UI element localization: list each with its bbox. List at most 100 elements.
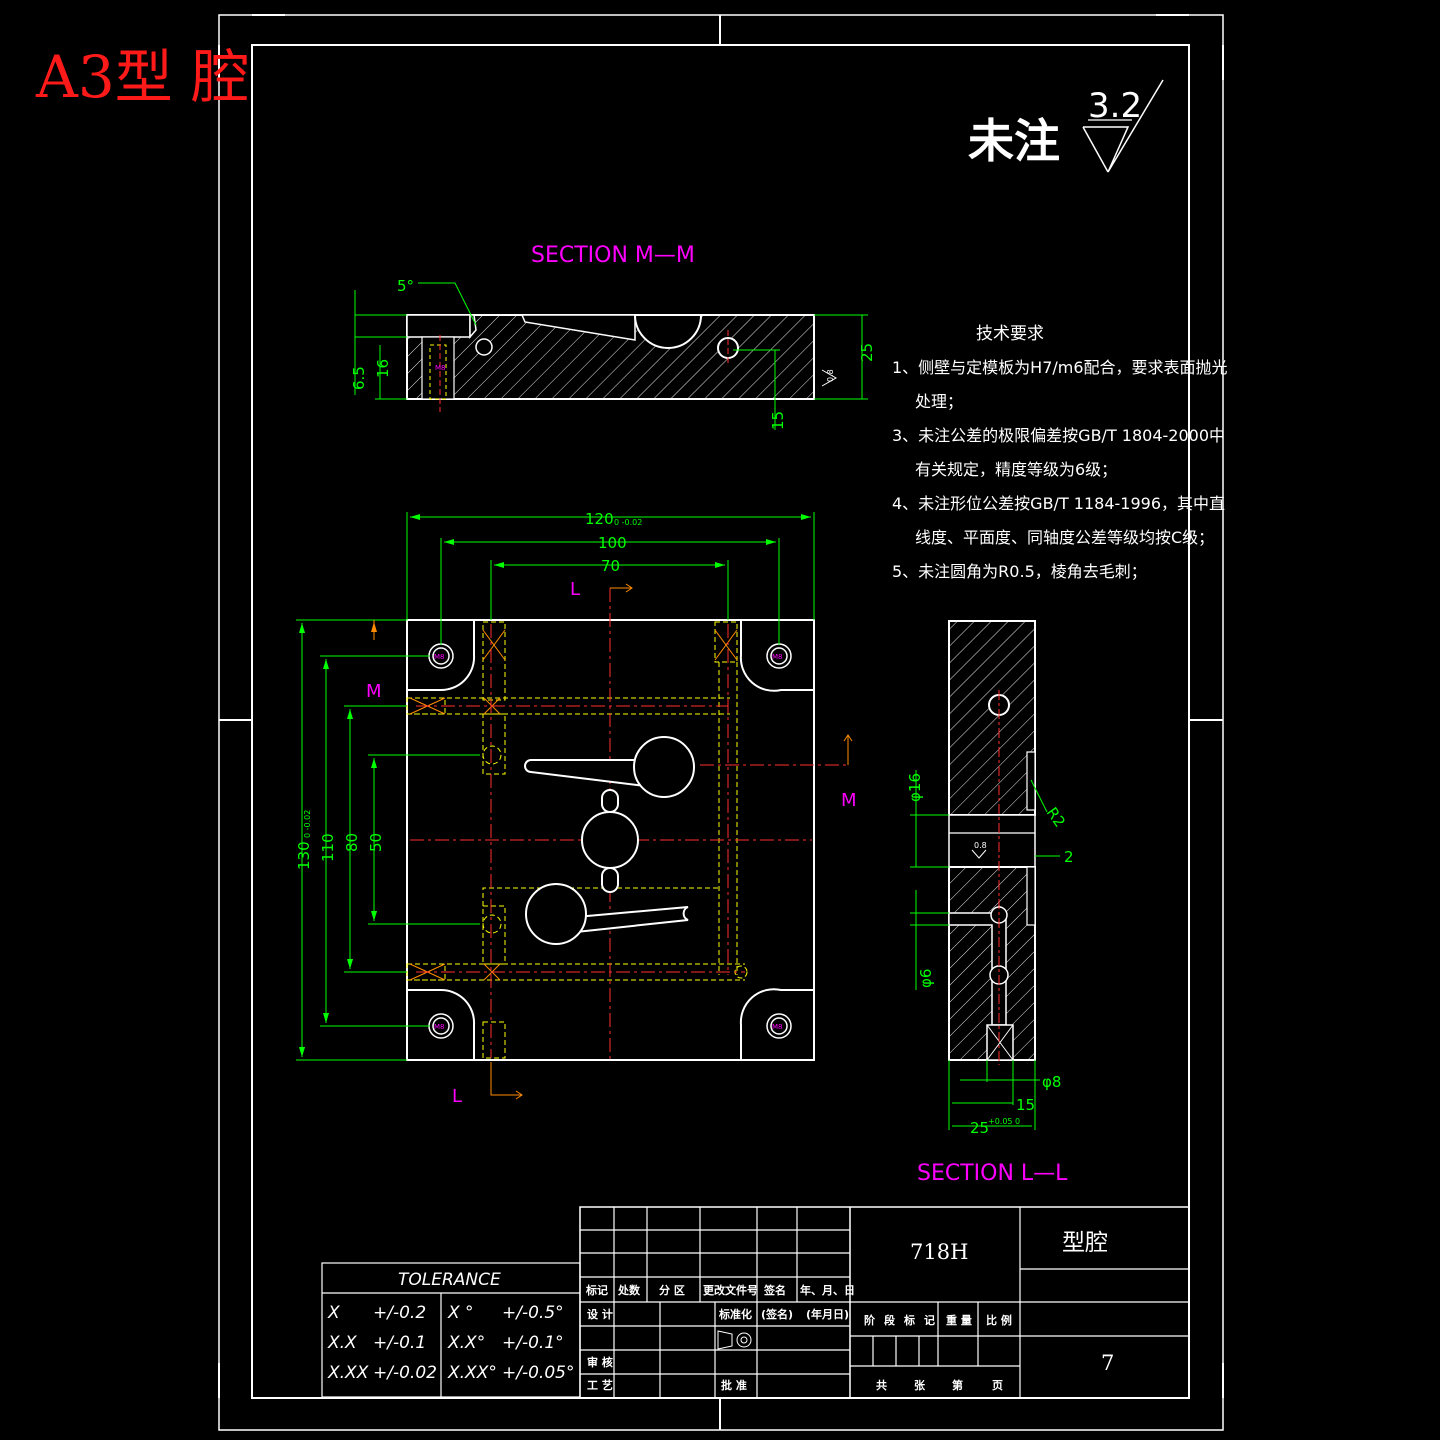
notes-line-4: 有关规定，精度等级为6级； [915, 460, 1117, 479]
plan-hole-label-br: M8 [772, 1023, 783, 1031]
dim-phi6: φ6 [917, 969, 935, 988]
material-label: 718H [910, 1240, 968, 1264]
hdr-sign: 签名 [763, 1283, 786, 1297]
side-dimensions [910, 770, 1060, 1130]
hdr-count: 处数 [617, 1283, 641, 1297]
lbl-sheets-4: 页 [992, 1379, 1003, 1392]
title-block-grid [579, 1206, 1190, 1399]
drawing-frame [218, 14, 1224, 1431]
marker-M-right: M [841, 790, 857, 811]
dim-25-side-tol: +0.05 0 [988, 1117, 1020, 1126]
plan-hole-label-bl: M8 [434, 1023, 445, 1031]
dim-25-side: 25 [970, 1119, 989, 1137]
dim-15-side: 15 [1016, 1096, 1035, 1114]
notes-line-2: 处理； [915, 392, 963, 411]
marker-L-bottom: L [452, 1086, 462, 1107]
lbl-process: 工 艺 [587, 1378, 613, 1392]
lbl-weight: 重 量 [946, 1313, 972, 1327]
dim-r2: R2 [1043, 804, 1069, 831]
lbl-review: 审 核 [587, 1355, 613, 1369]
notes-title: 技术要求 [976, 324, 1044, 344]
hdr-change: 更改文件号 [703, 1283, 758, 1297]
title-block-headers: 标记 处数 分 区 更改文件号 签名 年、月、日 设 计 标准化 (签名) (年… [585, 1283, 1012, 1392]
lbl-sheets-1: 共 [876, 1378, 887, 1392]
dim-angle-5: 5° [397, 277, 414, 295]
projection-symbol-icon [717, 1330, 752, 1350]
notes-line-6: 线度、平面度、同轴度公差等级均按C级； [915, 528, 1214, 547]
dim-50: 50 [367, 833, 385, 852]
drawing-number: 7 [1101, 1351, 1114, 1375]
dim-130-tol: 0 -0.02 [303, 810, 312, 838]
tol-r3-c: X.XX° [447, 1363, 497, 1383]
dim-25-top: 25 [858, 343, 876, 362]
hdr-zone: 分 区 [659, 1283, 685, 1297]
header-label: A3型 腔 [35, 43, 249, 111]
lbl-stage-1: 阶 [864, 1313, 876, 1327]
notes-line-7: 5、未注圆角为R0.5，棱角去毛刺； [892, 562, 1147, 581]
tol-r3-a: X.XX [327, 1363, 369, 1383]
lbl-standardize: 标准化 [718, 1307, 752, 1321]
tolerance-rows: X +/-0.2 X ° +/-0.5° X.X +/-0.1 X.X° +/-… [327, 1303, 574, 1383]
hdr-mark: 标记 [585, 1283, 608, 1297]
dim-100: 100 [598, 534, 627, 552]
dim-120-tol: 0 -0.02 [614, 518, 642, 527]
lbl-date: (年月日) [806, 1307, 849, 1321]
dim-15-top: 15 [769, 411, 787, 430]
section-mm-title: SECTION M—M [531, 243, 695, 268]
notes-line-5: 4、未注形位公差按GB/T 1184-1996，其中直 [892, 494, 1225, 513]
dim-110: 110 [319, 833, 337, 862]
top-section-view: M8 [406, 314, 815, 412]
tol-r1-b: +/-0.2 [373, 1303, 426, 1323]
tolerance-title: TOLERANCE [398, 1270, 501, 1290]
plan-arrows [299, 514, 811, 1057]
roughness-prefix: 未注 [968, 114, 1060, 168]
tol-r2-b: +/-0.1 [373, 1333, 426, 1353]
lbl-sign: (签名) [761, 1307, 793, 1321]
top-hole-label: M8 [435, 364, 446, 372]
dim-2: 2 [1064, 848, 1074, 866]
side-roughness-tag: 0.8 [974, 841, 987, 850]
dim-120: 120 [585, 510, 614, 528]
tol-r1-a: X [327, 1303, 340, 1323]
section-ll-title: SECTION L—L [917, 1161, 1068, 1186]
lbl-stage-4: 记 [924, 1314, 935, 1327]
dim-70: 70 [601, 557, 620, 575]
hdr-date: 年、月、日 [800, 1283, 855, 1297]
side-section-view: 0.8 [948, 620, 1036, 1065]
tol-r2-d: +/-0.1° [502, 1333, 564, 1353]
tol-r1-c: X ° [447, 1303, 474, 1323]
part-name: 型腔 [1062, 1230, 1108, 1256]
plan-view: M8 M8 M8 M8 [406, 588, 848, 1062]
tol-r2-a: X.X [327, 1333, 357, 1353]
roughness-symbol: 未注 3.2 [968, 79, 1164, 173]
dim-6-5: 6.5 [350, 366, 368, 390]
dim-phi8: φ8 [1042, 1073, 1061, 1091]
tol-r3-d: +/-0.05° [502, 1363, 574, 1383]
lbl-approve: 批 准 [721, 1378, 747, 1392]
tol-r1-d: +/-0.5° [502, 1303, 564, 1323]
plan-hole-label-tl: M8 [434, 653, 445, 661]
section-markers [490, 583, 853, 1100]
plan-dimensions [296, 512, 815, 1061]
marker-L-top: L [570, 579, 580, 600]
top-roughness-tag: 0.8 [826, 369, 835, 382]
tol-r2-c: X.X° [447, 1333, 485, 1353]
lbl-design: 设 计 [587, 1307, 613, 1321]
tol-r3-b: +/-0.02 [373, 1363, 437, 1383]
lbl-stage-2: 段 [884, 1313, 895, 1327]
notes-line-3: 3、未注公差的极限偏差按GB/T 1804-2000中 [892, 426, 1225, 445]
dim-16-top: 16 [374, 359, 392, 378]
dim-130: 130 [295, 841, 313, 870]
technical-notes: 技术要求 1、侧壁与定模板为H7/m6配合，要求表面抛光 处理； 3、未注公差的… [892, 324, 1228, 581]
lbl-sheets-3: 第 [952, 1378, 963, 1392]
lbl-scale: 比 例 [986, 1313, 1012, 1327]
notes-line-1: 1、侧壁与定模板为H7/m6配合，要求表面抛光 [892, 358, 1228, 377]
marker-M-left: M [366, 681, 382, 702]
lbl-sheets-2: 张 [914, 1378, 926, 1392]
dim-80: 80 [343, 833, 361, 852]
dim-phi16: φ16 [906, 773, 924, 802]
plan-hole-label-tr: M8 [772, 653, 783, 661]
top-view-dimensions [354, 282, 868, 430]
roughness-value: 3.2 [1088, 86, 1142, 126]
